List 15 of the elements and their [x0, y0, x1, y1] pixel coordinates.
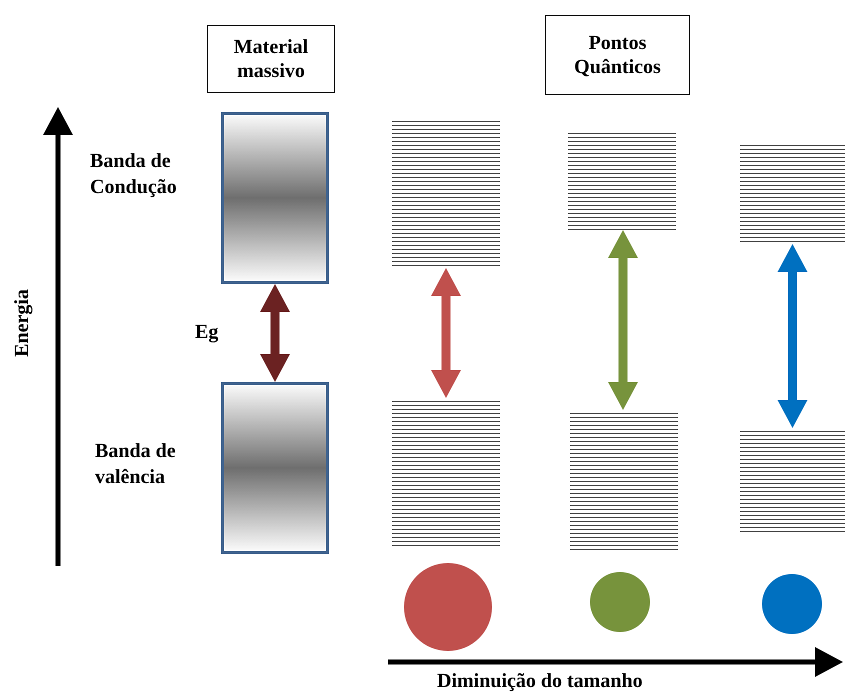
axis-label: Diminuição do tamanho	[437, 669, 644, 694]
double-arrow	[431, 268, 461, 398]
edge-label: Eg	[195, 320, 218, 345]
double-arrow	[260, 284, 290, 382]
energy-band	[221, 382, 329, 554]
title-box: Material massivo	[207, 25, 335, 93]
energy-levels	[740, 142, 845, 244]
title-box: Pontos Quânticos	[545, 15, 690, 95]
energy-band	[221, 112, 329, 284]
band-label: Banda de valência	[95, 439, 177, 490]
double-arrow	[608, 230, 638, 410]
double-arrow	[778, 244, 808, 428]
axis-label: Energia	[10, 288, 34, 359]
band-label: Banda de Condução	[90, 149, 178, 200]
energy-levels	[740, 428, 845, 532]
